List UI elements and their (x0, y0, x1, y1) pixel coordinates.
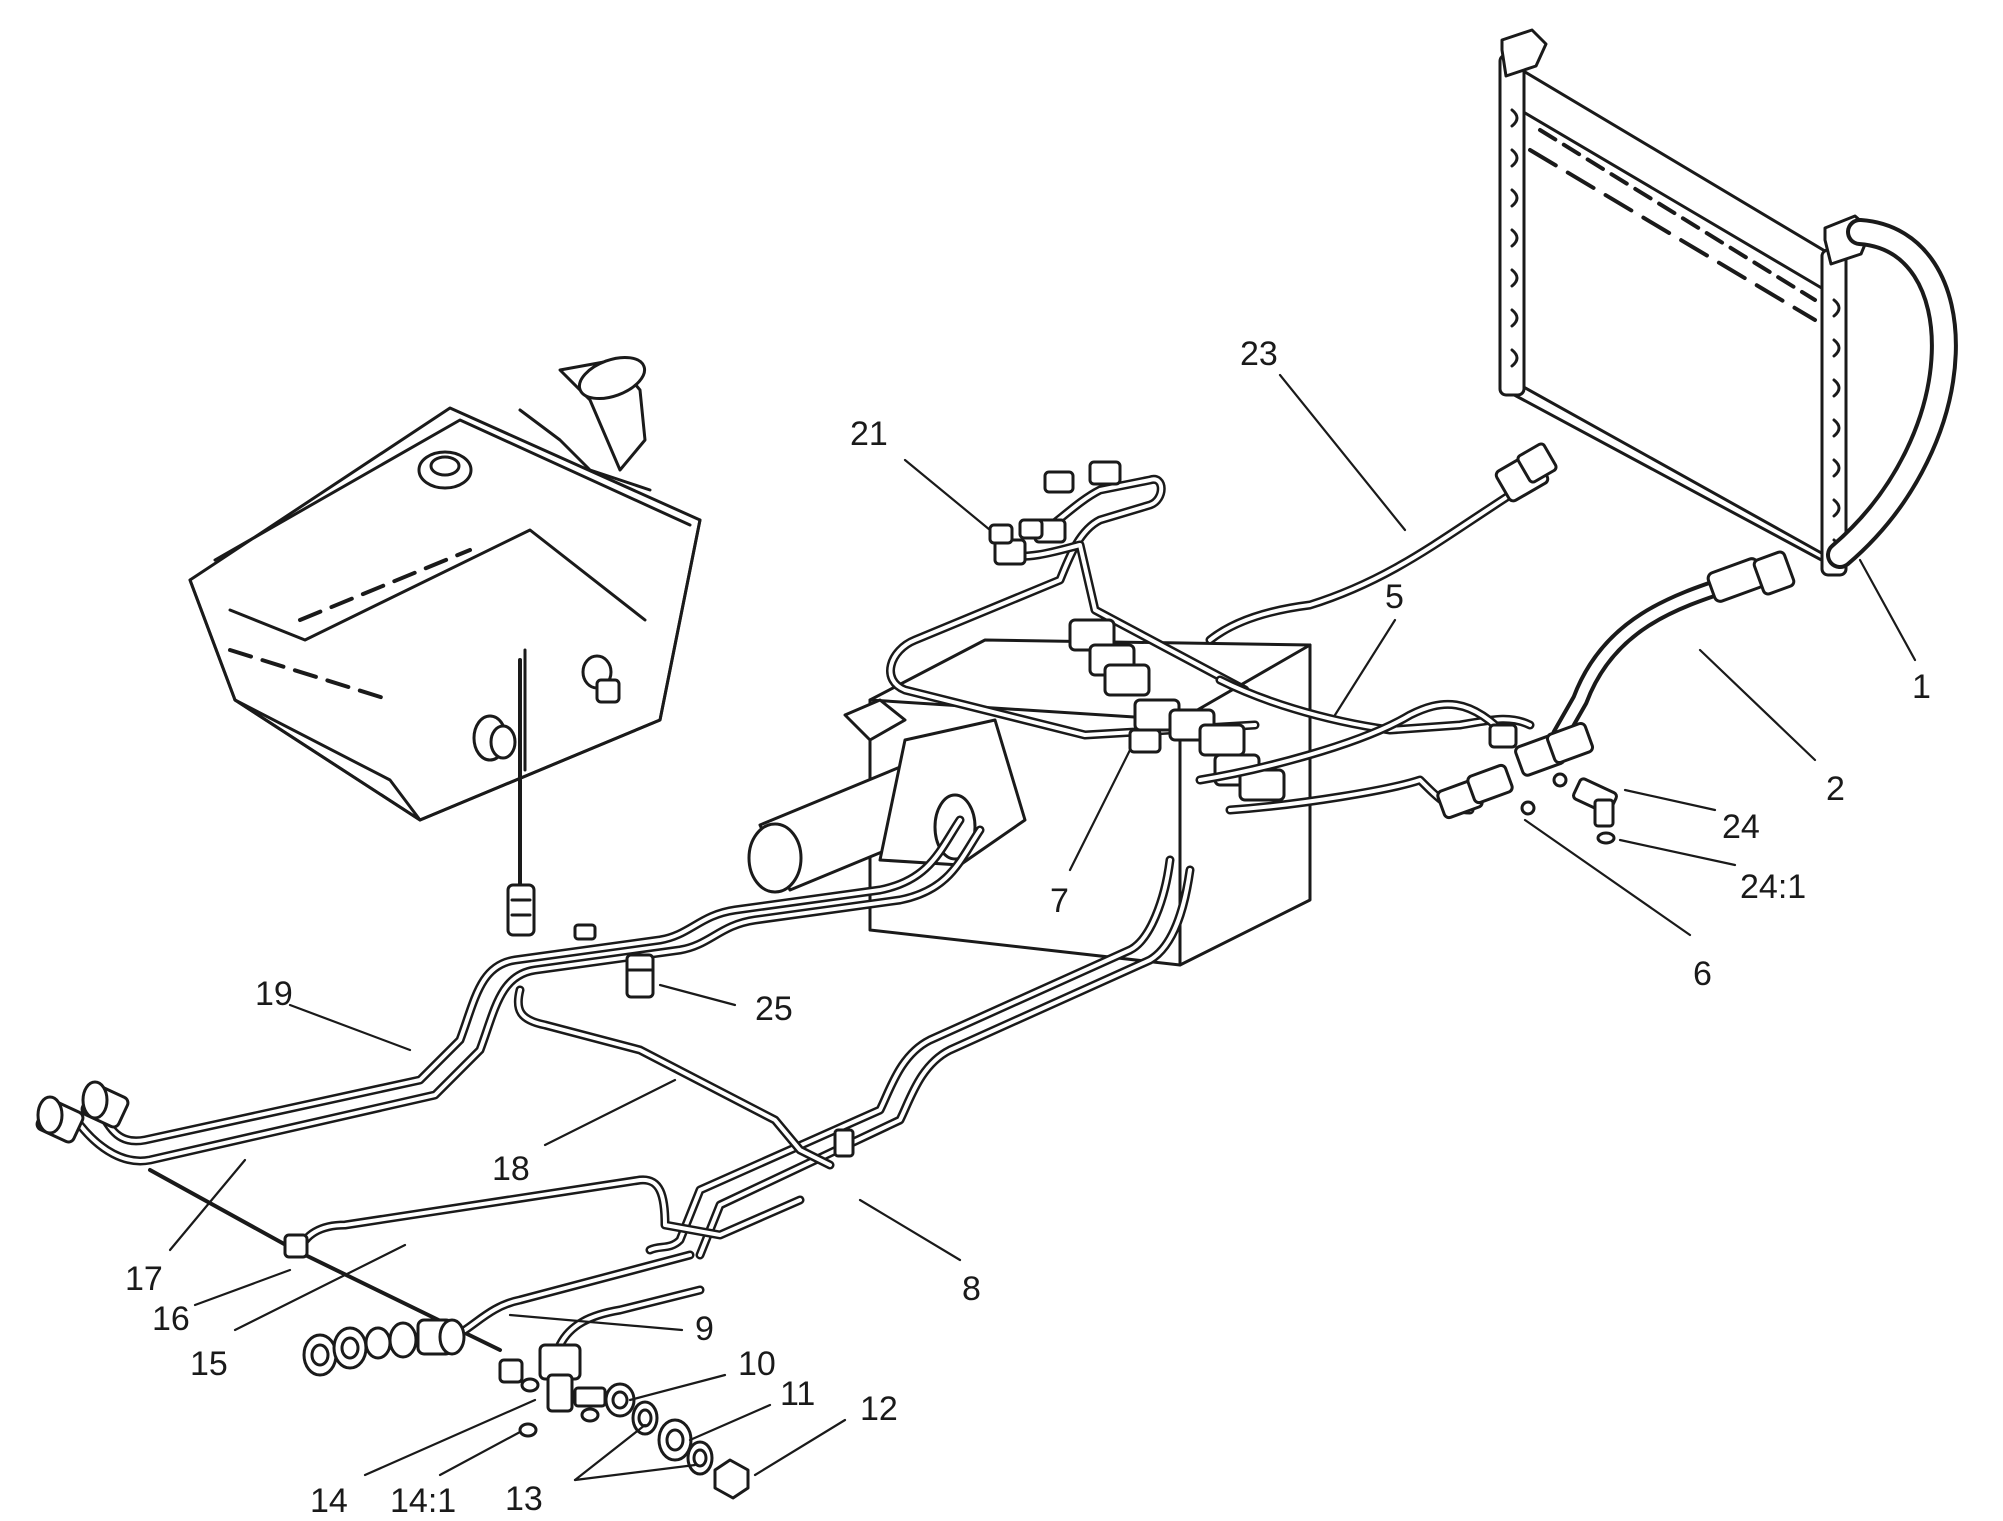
hydraulic-tank (188, 355, 702, 822)
callout-23: 23 (1240, 335, 1278, 373)
callout-10: 10 (738, 1345, 776, 1383)
pipe-9 (460, 1250, 705, 1350)
cooler-upper-elbow-fitting (1500, 28, 1548, 78)
pipe-18 (513, 985, 855, 1170)
leader-14 (363, 1398, 537, 1477)
oil-cooler (1498, 28, 1873, 577)
leader-24 (1623, 788, 1717, 812)
cooler-side-tabs-right (1832, 298, 1841, 558)
pipe-21-assembly (886, 460, 1260, 740)
pipe-19 (75, 815, 985, 1166)
leader-2 (1698, 648, 1817, 762)
leader-11 (688, 1403, 772, 1442)
callout-2: 2 (1826, 770, 1845, 808)
leader-19 (288, 1003, 412, 1052)
callout-25: 25 (755, 990, 793, 1028)
callout-7: 7 (1050, 882, 1069, 920)
leader-1 (1858, 558, 1917, 662)
pipe-6 (1225, 721, 1595, 820)
leader-10 (628, 1373, 727, 1402)
callout-24-1: 24:1 (1740, 868, 1806, 906)
control-valve-block (747, 638, 1312, 967)
leader-18 (543, 1078, 677, 1147)
cap-12 (713, 1458, 750, 1500)
leader-13a (573, 1423, 647, 1482)
pipe-21-fittings (988, 460, 1122, 566)
tank-drain-line (506, 658, 536, 937)
leader-14-1 (438, 1430, 522, 1477)
pipe-23 (1205, 442, 1558, 645)
bulkhead-washer-stack-left (302, 1318, 466, 1377)
callout-16: 16 (152, 1300, 190, 1338)
leader-25 (658, 983, 737, 1007)
leader-lines (168, 373, 1917, 1482)
cooler-fins (1528, 128, 1817, 322)
callout-6: 6 (1693, 955, 1712, 993)
callout-18: 18 (492, 1150, 530, 1188)
callout-19: 19 (255, 975, 293, 1013)
callout-13: 13 (505, 1480, 543, 1518)
pipe-17-fittings (35, 1080, 130, 1144)
leader-16 (193, 1268, 292, 1307)
leader-21 (903, 458, 992, 532)
callout-9: 9 (695, 1310, 714, 1348)
hose-1 (1826, 218, 1958, 569)
leader-6 (1523, 818, 1692, 937)
tank-breather-cap (417, 450, 473, 490)
callout-21: 21 (850, 415, 888, 453)
callout-11: 11 (780, 1375, 815, 1413)
o-ring-14-1 (518, 1422, 538, 1438)
leader-13b (573, 1463, 697, 1482)
callout-17: 17 (125, 1260, 163, 1298)
pipe-7-fittings (1068, 618, 1286, 802)
tank-side-fitting (581, 654, 621, 704)
nut-11 (657, 1418, 693, 1462)
pipe-8 (645, 855, 1195, 1260)
leader-7 (1068, 748, 1132, 872)
hose-2 (1551, 550, 1796, 744)
pipe-16 (148, 1168, 502, 1352)
fitting-24 (1572, 777, 1618, 828)
callout-12: 12 (860, 1390, 898, 1428)
callout-5: 5 (1385, 578, 1404, 616)
leader-12 (753, 1418, 847, 1477)
callout-14: 14 (310, 1482, 348, 1520)
cooler-side-tabs-left (1510, 108, 1519, 368)
leader-15 (233, 1243, 407, 1332)
o-ring-24-1 (1596, 831, 1616, 845)
leader-5 (1333, 618, 1397, 717)
callout-8: 8 (962, 1270, 981, 1308)
callout-1: 1 (1912, 668, 1931, 706)
callout-labels: 1 2 5 6 7 8 9 10 11 12 13 14 14:1 15 16 … (125, 335, 1931, 1520)
tee-fitting-14 (498, 1343, 607, 1423)
pipe-5 (1195, 675, 1535, 785)
leader-8 (858, 1198, 962, 1262)
leader-17 (168, 1158, 247, 1252)
leader-24-1 (1618, 838, 1737, 867)
callout-24: 24 (1722, 808, 1760, 846)
clamp-25 (573, 923, 655, 999)
leader-9 (508, 1313, 684, 1332)
valve-top-fitting (843, 698, 907, 742)
tank-outlet-fitting (472, 714, 517, 762)
callout-14-1: 14:1 (390, 1482, 456, 1520)
tank-filler-neck (558, 355, 647, 472)
pipe-15 (295, 1175, 805, 1255)
leader-23 (1278, 373, 1407, 532)
callout-15: 15 (190, 1345, 228, 1383)
